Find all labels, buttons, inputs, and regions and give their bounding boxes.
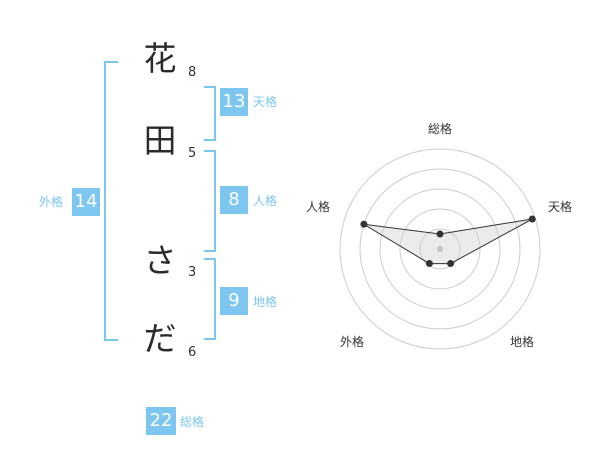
tenkaku-bracket	[204, 86, 216, 141]
stroke-count-2: 5	[188, 146, 197, 161]
radar-ring	[379, 188, 501, 310]
radar-ring	[419, 228, 461, 270]
soukaku-value: 22	[146, 407, 176, 435]
chikaku-bracket	[204, 258, 216, 340]
radar-point-2	[528, 215, 536, 223]
name-char-1: 花	[143, 39, 177, 78]
radar-ring	[399, 208, 481, 290]
tenkaku-label: 天格	[253, 95, 278, 109]
radar-point-5	[360, 220, 368, 228]
jinkaku-label: 人格	[253, 194, 278, 208]
radar-ring	[339, 148, 541, 350]
stroke-count-1: 8	[188, 65, 197, 80]
radar-series-polygon	[363, 218, 533, 265]
radar-axis-label-chikaku: 地格	[510, 335, 535, 349]
radar-axis-label-soukaku: 総格	[428, 122, 453, 136]
chikaku-value: 9	[220, 287, 248, 315]
stroke-count-3: 3	[188, 265, 197, 280]
radar-axis-label-gaikaku: 外格	[340, 335, 365, 349]
name-char-2: 田	[143, 121, 177, 160]
radar-point-1	[436, 230, 444, 238]
gaikaku-bracket	[104, 61, 118, 341]
name-char-4: だ	[143, 319, 177, 358]
radar-axis-label-jinkaku: 人格	[306, 200, 331, 214]
radar-point-3	[447, 260, 455, 268]
jinkaku-bracket	[204, 150, 216, 252]
radar-axis-label-tenkaku: 天格	[548, 200, 573, 214]
stroke-count-4: 6	[188, 345, 197, 360]
soukaku-label: 総格	[180, 415, 205, 429]
gaikaku-value: 14	[72, 188, 100, 216]
radar-ring	[359, 168, 521, 330]
radar-point-4	[425, 260, 433, 268]
radar-center	[437, 246, 443, 252]
jinkaku-value: 8	[220, 186, 248, 214]
chikaku-label: 地格	[253, 295, 278, 309]
gaikaku-label: 外格	[39, 195, 64, 209]
tenkaku-value: 13	[220, 88, 248, 116]
name-char-3: さ	[143, 241, 177, 280]
